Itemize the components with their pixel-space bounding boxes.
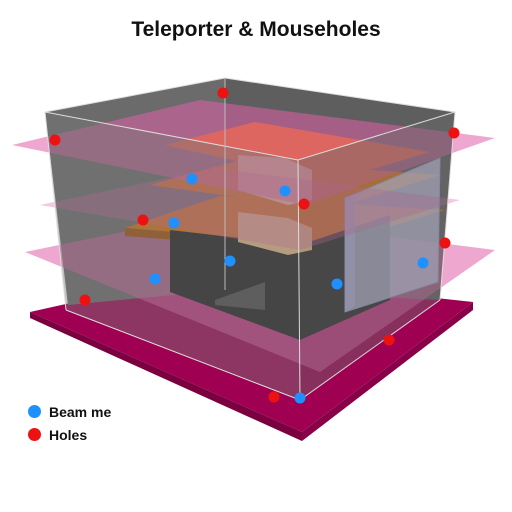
hole-marker [448,127,460,139]
hole-marker [79,294,91,306]
beam-marker [417,257,429,269]
hole-marker [268,391,280,403]
legend-item-holes: Holes [28,423,111,446]
hole-marker [49,134,61,146]
hole-marker [383,334,395,346]
hole-marker [439,237,451,249]
glass-plane-top [12,100,495,205]
beam-marker [186,173,198,185]
beam-marker [331,278,343,290]
legend: Beam me Holes [28,400,111,446]
hole-marker [137,214,149,226]
hole-marker [217,87,229,99]
glass-plane-middle [40,168,460,250]
figure-title: Teleporter & Mouseholes [131,18,381,41]
beam-marker [224,255,236,267]
blue-dot-icon [28,405,41,418]
hole-marker [298,198,310,210]
beam-marker [279,185,291,197]
teleporter-panel [344,157,441,313]
legend-label: Beam me [49,403,112,420]
hole-markers [49,87,460,403]
beam-marker [149,273,161,285]
legend-label: Holes [49,426,88,443]
beam-markers [149,173,429,404]
beam-marker [294,392,306,404]
red-dot-icon [28,428,41,441]
box-front-walls [44,77,456,401]
beam-marker [168,217,180,229]
legend-item-beam-me: Beam me [28,400,111,423]
